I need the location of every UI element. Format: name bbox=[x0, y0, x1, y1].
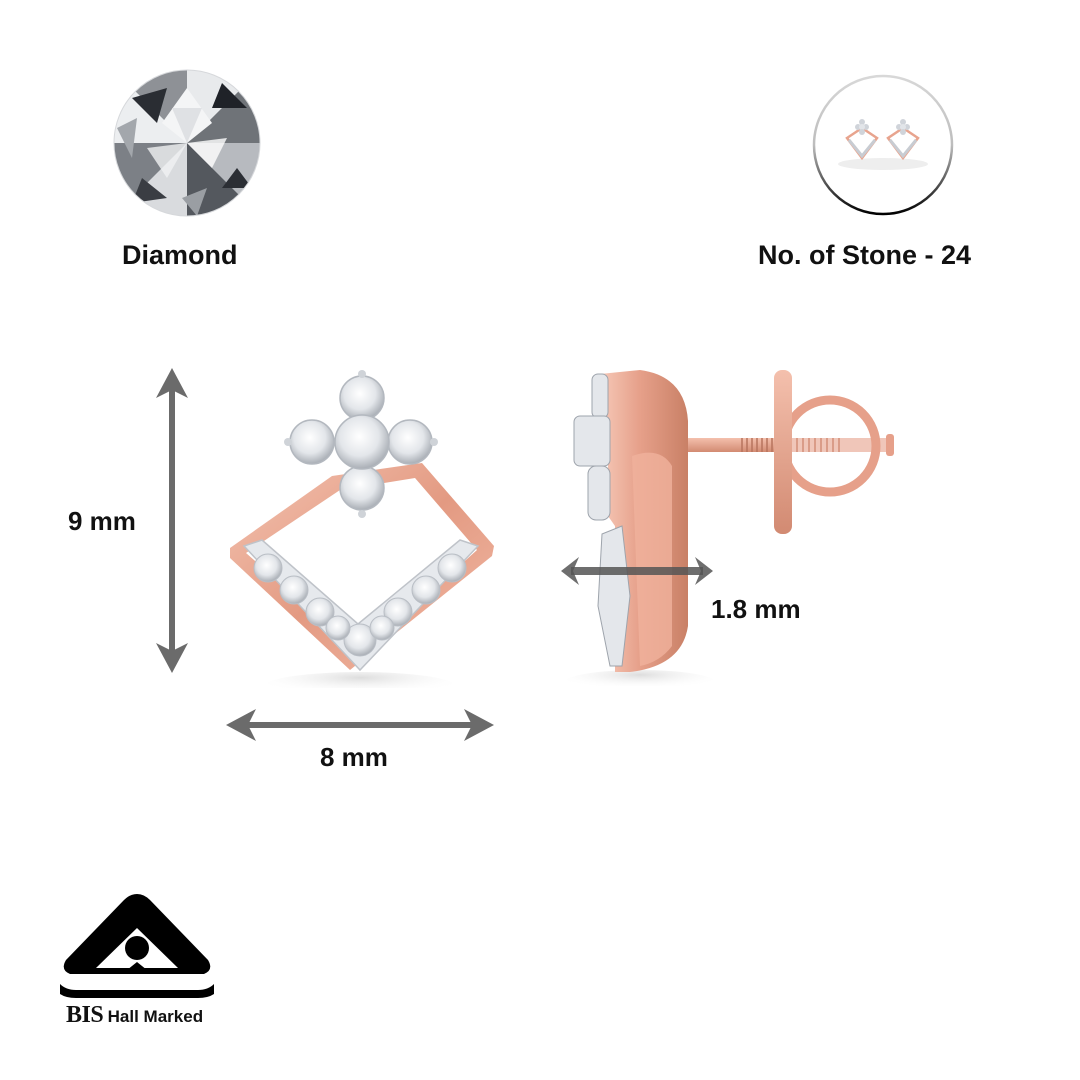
earring-front-view bbox=[222, 368, 502, 688]
depth-arrow-icon bbox=[561, 556, 713, 586]
earring-pair-thumbnail bbox=[812, 74, 954, 216]
depth-dimension-label: 1.8 mm bbox=[711, 594, 801, 624]
bis-hallmark-icon bbox=[56, 890, 218, 1000]
height-arrow-icon bbox=[152, 368, 192, 673]
stone-count-label: No. of Stone - 24 bbox=[758, 240, 972, 270]
stone-type-label: Diamond bbox=[122, 240, 238, 270]
width-dimension-label: 8 mm bbox=[320, 742, 388, 772]
bis-brand-text: BIS bbox=[66, 1002, 104, 1028]
width-arrow-icon bbox=[226, 708, 494, 742]
earring-side-view bbox=[560, 366, 905, 686]
height-dimension-label: 9 mm bbox=[68, 506, 136, 536]
diamond-icon bbox=[112, 68, 262, 218]
hall-marked-text: Hall Marked bbox=[107, 1007, 204, 1026]
bis-hallmark-caption: BIS Hall Marked bbox=[66, 1002, 203, 1029]
